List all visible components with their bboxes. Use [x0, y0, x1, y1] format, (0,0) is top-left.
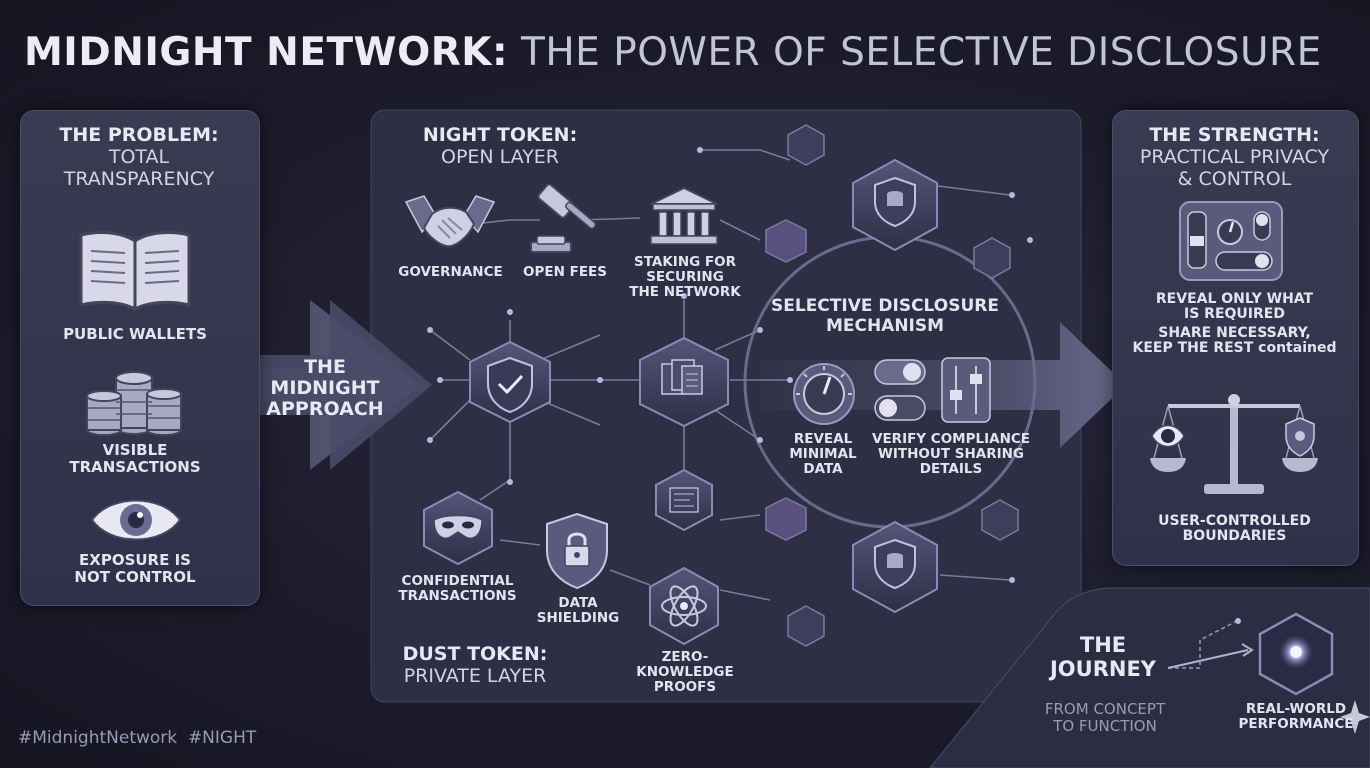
confidential-label: CONFIDENTIAL TRANSACTIONS	[390, 574, 525, 604]
strength-heading-l1: PRACTICAL PRIVACY	[1139, 146, 1330, 168]
exposure-l2: NOT CONTROL	[74, 568, 196, 586]
reveal-l3: DATA	[803, 461, 843, 477]
reveal-l1: REVEAL	[793, 431, 853, 447]
strength-heading-l2: & CONTROL	[1177, 168, 1292, 190]
confidential-l2: TRANSACTIONS	[398, 588, 517, 604]
control-panel-icon	[1179, 201, 1283, 281]
journey-l1: THE	[1079, 633, 1127, 657]
data-shielding-l2: SHIELDING	[536, 610, 620, 626]
journey-sub-l1: FROM CONCEPT	[1044, 700, 1166, 718]
zk-proofs-label: ZERO- KNOWLEDGE PROOFS	[615, 650, 755, 695]
open-fees-label: OPEN FEES	[523, 264, 607, 280]
performance-label: REAL-WORLD PERFORMANCE	[1228, 702, 1364, 732]
boundaries-label: USER-CONTROLLED BOUNDARIES	[1112, 514, 1357, 544]
eye-icon	[90, 499, 182, 541]
problem-heading-bold: THE PROBLEM:	[59, 124, 219, 146]
atom-icon	[649, 566, 719, 646]
page-title: MIDNIGHT NETWORK: THE POWER OF SELECTIVE…	[24, 30, 1322, 75]
documents-hex	[639, 336, 729, 428]
dust-heading-light: PRIVATE LAYER	[403, 665, 547, 687]
toggle-switches-icon	[874, 359, 926, 421]
problem-heading-l2: TRANSPARENCY	[63, 168, 215, 190]
glow-hex	[1258, 612, 1334, 696]
night-heading-light: OPEN LAYER	[440, 146, 560, 168]
visible-transactions-label: VISIBLE TRANSACTIONS	[20, 442, 250, 476]
zk-proofs-l1: ZERO-	[661, 649, 709, 665]
database-shield-hex-top	[852, 158, 938, 252]
exposure-l1: EXPOSURE IS	[79, 551, 191, 569]
exposure-label: EXPOSURE IS NOT CONTROL	[20, 552, 250, 586]
mask-icon	[423, 490, 493, 566]
staking-l2: SECURING	[646, 269, 724, 285]
dust-heading-bold: DUST TOKEN:	[402, 643, 548, 665]
reveal-l2: MINIMAL	[789, 446, 857, 462]
verify-l1: VERIFY COMPLIANCE	[872, 431, 1030, 447]
strength-line3: SHARE NECESSARY,	[1158, 325, 1311, 341]
approach-label: THE MIDNIGHT APPROACH	[250, 357, 400, 420]
chip-hex	[655, 468, 713, 532]
strength-heading-bold: THE STRENGTH:	[1149, 124, 1320, 146]
strength-line4: KEEP THE REST contained	[1132, 340, 1337, 356]
public-wallets-label: PUBLIC WALLETS	[63, 325, 207, 343]
coin-stacks-icon	[86, 371, 182, 436]
dial-knob-icon	[793, 363, 855, 425]
journey-l2: JOURNEY	[1049, 657, 1156, 681]
mechanism-heading: SELECTIVE DISCLOSURE MECHANISM	[765, 296, 1005, 336]
dust-heading: DUST TOKEN: PRIVATE LAYER	[385, 643, 565, 687]
title-bold: MIDNIGHT NETWORK:	[24, 30, 509, 75]
governance-label: GOVERNANCE	[398, 264, 503, 280]
performance-l1: REAL-WORLD	[1245, 701, 1347, 717]
database-shield-hex-bottom	[852, 520, 938, 614]
bank-icon	[650, 186, 718, 245]
staking-l3: THE NETWORK	[629, 284, 741, 300]
padlock-shield-icon	[546, 512, 608, 590]
visible-transactions-l2: TRANSACTIONS	[69, 458, 201, 476]
verify-l2: WITHOUT SHARING	[877, 446, 1025, 462]
slider-controls-icon	[941, 357, 991, 423]
reveal-minimal-label: REVEAL MINIMAL DATA	[778, 432, 868, 477]
performance-l2: PERFORMANCE	[1238, 716, 1354, 732]
strength-lines: REVEAL ONLY WHAT IS REQUIRED SHARE NECES…	[1112, 292, 1357, 356]
problem-heading-l1: TOTAL	[108, 146, 170, 168]
small-hex	[787, 124, 825, 166]
boundaries-l2: BOUNDARIES	[1182, 528, 1287, 544]
zk-proofs-l2: KNOWLEDGE	[636, 664, 734, 680]
data-shielding-l1: DATA	[558, 595, 598, 611]
problem-heading: THE PROBLEM: TOTAL TRANSPARENCY	[20, 124, 258, 190]
visible-transactions-l1: VISIBLE	[102, 441, 168, 459]
staking-label: STAKING FOR SECURING THE NETWORK	[615, 255, 755, 300]
verify-l3: DETAILS	[919, 461, 983, 477]
balance-scale-icon	[1150, 394, 1318, 494]
hashtags: #MidnightNetwork #NIGHT	[18, 728, 257, 748]
night-heading-bold: NIGHT TOKEN:	[422, 124, 578, 146]
strength-heading: THE STRENGTH: PRACTICAL PRIVACY & CONTRO…	[1112, 124, 1357, 190]
gavel-icon	[530, 183, 597, 253]
approach-l2: MIDNIGHT	[270, 377, 380, 399]
night-heading: NIGHT TOKEN: OPEN LAYER	[400, 124, 600, 168]
boundaries-l1: USER-CONTROLLED	[1158, 513, 1311, 529]
mechanism-l1: SELECTIVE DISCLOSURE	[771, 296, 999, 316]
title-light: THE POWER OF SELECTIVE DISCLOSURE	[521, 30, 1322, 75]
sparkle-icon	[1340, 700, 1370, 734]
data-shielding-label: DATA SHIELDING	[528, 596, 628, 626]
journey-sub-l2: TO FUNCTION	[1053, 717, 1157, 735]
strength-line2: IS REQUIRED	[1184, 306, 1285, 322]
verify-compliance-label: VERIFY COMPLIANCE WITHOUT SHARING DETAIL…	[868, 432, 1034, 477]
approach-l1: THE	[304, 356, 346, 378]
open-book-icon	[79, 231, 191, 312]
approach-l3: APPROACH	[266, 398, 384, 420]
shield-check-hex	[469, 340, 551, 424]
confidential-l1: CONFIDENTIAL	[401, 573, 514, 589]
staking-l1: STAKING FOR	[634, 254, 736, 270]
zk-proofs-l3: PROOFS	[653, 679, 717, 695]
handshake-icon	[404, 195, 496, 248]
mechanism-l2: MECHANISM	[825, 316, 945, 336]
journey-sub: FROM CONCEPT TO FUNCTION	[1030, 701, 1180, 735]
strength-line1: REVEAL ONLY WHAT	[1155, 291, 1314, 307]
journey-heading: THE JOURNEY	[1040, 633, 1166, 681]
